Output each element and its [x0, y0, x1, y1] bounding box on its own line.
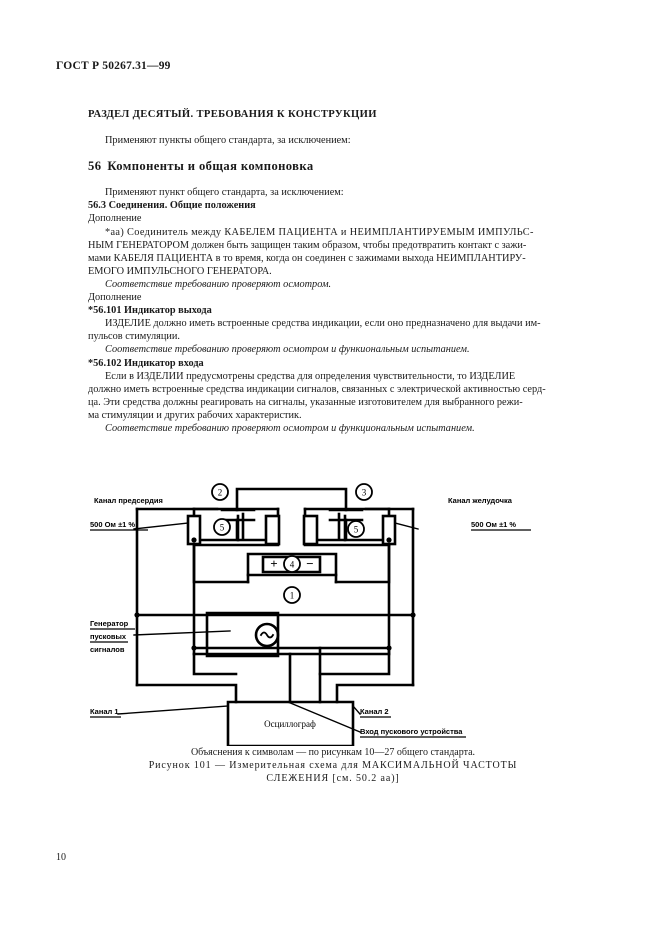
- section-title: РАЗДЕЛ ДЕСЯТЫЙ. ТРЕБОВАНИЯ К КОНСТРУКЦИИ: [88, 109, 377, 120]
- clause-heading-56: 56 Компоненты и общая компоновка: [88, 160, 578, 173]
- generator-box-inner: [261, 555, 322, 574]
- callout-3-label: 3: [362, 488, 367, 498]
- callout-1: 1: [283, 586, 301, 604]
- document-body: РАЗДЕЛ ДЕСЯТЫЙ. ТРЕБОВАНИЯ К КОНСТРУКЦИИ…: [88, 108, 578, 435]
- paragraph-101-line-1: ИЗДЕЛИЕ должно иметь встроенные средства…: [105, 318, 541, 330]
- figure-caption-line-1: Объяснения к символам — по рисункам 10—2…: [190, 747, 476, 758]
- junction-dot-inner-right: [386, 537, 392, 543]
- paragraph-aa-line-4: ЕМОГО ИМПУЛЬСНОГО ГЕНЕРАТОРА.: [88, 265, 272, 277]
- callout-5-left-label: 5: [220, 523, 225, 533]
- addition-label-1: Дополнение: [88, 213, 142, 225]
- page-number: 10: [56, 852, 66, 863]
- compliance-note-3: Соответствие требованию проверяют осмотр…: [105, 422, 475, 434]
- signal-generator-box: [205, 611, 280, 658]
- oscilloscope-box: [226, 700, 355, 746]
- ac-source-sine: [259, 631, 275, 639]
- top-bus-wire: [235, 487, 348, 512]
- ac-source-circle: [254, 622, 280, 648]
- figure-101-measurement-circuit: 2 3 5 5 4: [88, 478, 578, 746]
- junction-dot-lower-right: [386, 645, 392, 651]
- paragraph-aa-line-1: *аа) Соединитель между КАБЕЛЕМ ПАЦИЕНТА …: [105, 226, 534, 238]
- callout-2: 2: [211, 483, 229, 501]
- subclause-heading-56-3: 56.3 Соединения. Общие положения: [88, 200, 256, 212]
- paragraph-102-line-4: ма стимуляции и других рабочих характери…: [88, 409, 302, 421]
- subclause-heading-56-101: *56.101 Индикатор выхода: [88, 305, 212, 317]
- label-resistor-right: 500 Ом ±1 %: [471, 520, 516, 529]
- apply-note: Применяют пункт общего стандарта, за иск…: [105, 187, 344, 199]
- callout-5-right: 5: [347, 520, 365, 538]
- callout-1-label: 1: [290, 591, 295, 601]
- left-lower-link: [192, 652, 238, 676]
- clause-number: 56: [88, 159, 102, 174]
- label-trigger-generator-line-3: сигналов: [90, 645, 125, 654]
- resistor-right-500ohm: [381, 514, 397, 546]
- junction-dot-right: [410, 612, 416, 618]
- leader-signal-generator: [133, 630, 231, 636]
- circuit-diagram-svg: 2 3 5 5 4: [90, 483, 531, 746]
- paragraph-102-line-2: должно иметь встроенные средства индикац…: [88, 383, 546, 395]
- label-trigger-input: Вход пускового устройства: [360, 727, 463, 736]
- leader-channel-2: [352, 705, 361, 715]
- label-resistor-left: 500 Ом ±1 %: [90, 520, 135, 529]
- document-standard-code: ГОСТ Р 50267.31—99: [56, 60, 171, 72]
- callout-5-right-label: 5: [354, 525, 359, 535]
- generator-left-connect: [192, 543, 250, 584]
- leader-resistor-left: [133, 522, 189, 530]
- label-channel-1: Канал 1: [90, 707, 119, 716]
- compliance-note-1: Соответствие требованию проверяют осмотр…: [105, 278, 332, 290]
- trigger-drop: [335, 683, 415, 704]
- junction-dot-inner-left: [191, 537, 197, 543]
- resistor-right-load: [302, 514, 319, 546]
- clause-title: Компоненты и общая компоновка: [107, 159, 314, 174]
- callout-2-label: 2: [218, 488, 223, 498]
- section-lead-text: Применяют пункты общего стандарта, за ис…: [105, 135, 351, 147]
- polarity-minus: −: [306, 556, 313, 571]
- junction-dot-lower-left: [191, 645, 197, 651]
- subclause-heading-56-102: *56.102 Индикатор входа: [88, 357, 204, 369]
- label-oscilloscope: Осциллограф: [264, 719, 316, 729]
- paragraph-aa-line-3: мами КАБЕЛЯ ПАЦИЕНТА в то время, когда о…: [88, 252, 526, 264]
- callout-3: 3: [355, 483, 373, 501]
- leader-channel-1: [117, 705, 229, 715]
- leader-resistor-right: [394, 522, 419, 530]
- paragraph-102-line-3: ца. Эти средства должны реагировать на с…: [88, 396, 523, 408]
- paragraph-101-line-2: пульсов стимуляции.: [88, 331, 180, 343]
- callout-4-label: 4: [290, 560, 295, 570]
- figure-caption: Объяснения к символам — по рисункам 10—2…: [88, 746, 578, 785]
- callout-5-left: 5: [213, 518, 231, 536]
- leader-trigger-input: [287, 701, 361, 733]
- label-ventricular-channel: Канал желудочка: [448, 496, 513, 505]
- figure-caption-line-2: Рисунок 101 — Измерительная схема для МА…: [148, 760, 518, 771]
- label-trigger-generator-line-1: Генератор: [90, 619, 129, 628]
- label-channel-2: Канал 2: [360, 707, 389, 716]
- callout-4: 4: [283, 555, 301, 573]
- label-atrial-channel: Канал предсердия: [94, 496, 163, 505]
- resistor-left-load: [264, 514, 281, 546]
- addition-label-2: Дополнение: [88, 292, 142, 304]
- right-lower-link: [318, 646, 391, 676]
- resistor-left-500ohm: [186, 514, 202, 546]
- compliance-note-2: Соответствие требованию проверяют осмотр…: [105, 344, 470, 356]
- polarity-plus: +: [270, 556, 277, 571]
- label-trigger-generator-line-2: пусковых: [90, 632, 127, 641]
- channel1-drop: [135, 683, 238, 704]
- paragraph-102-line-1: Если в ИЗДЕЛИИ предусмотрены средства дл…: [105, 370, 516, 382]
- paragraph-aa-line-2: НЫМ ГЕНЕРАТОРОМ должен быть защищен таки…: [88, 239, 527, 251]
- junction-dot-left: [134, 612, 140, 618]
- figure-caption-line-3: СЛЕЖЕНИЯ [см. 50.2 аа)]: [266, 773, 400, 784]
- generator-right-connect: [334, 543, 391, 584]
